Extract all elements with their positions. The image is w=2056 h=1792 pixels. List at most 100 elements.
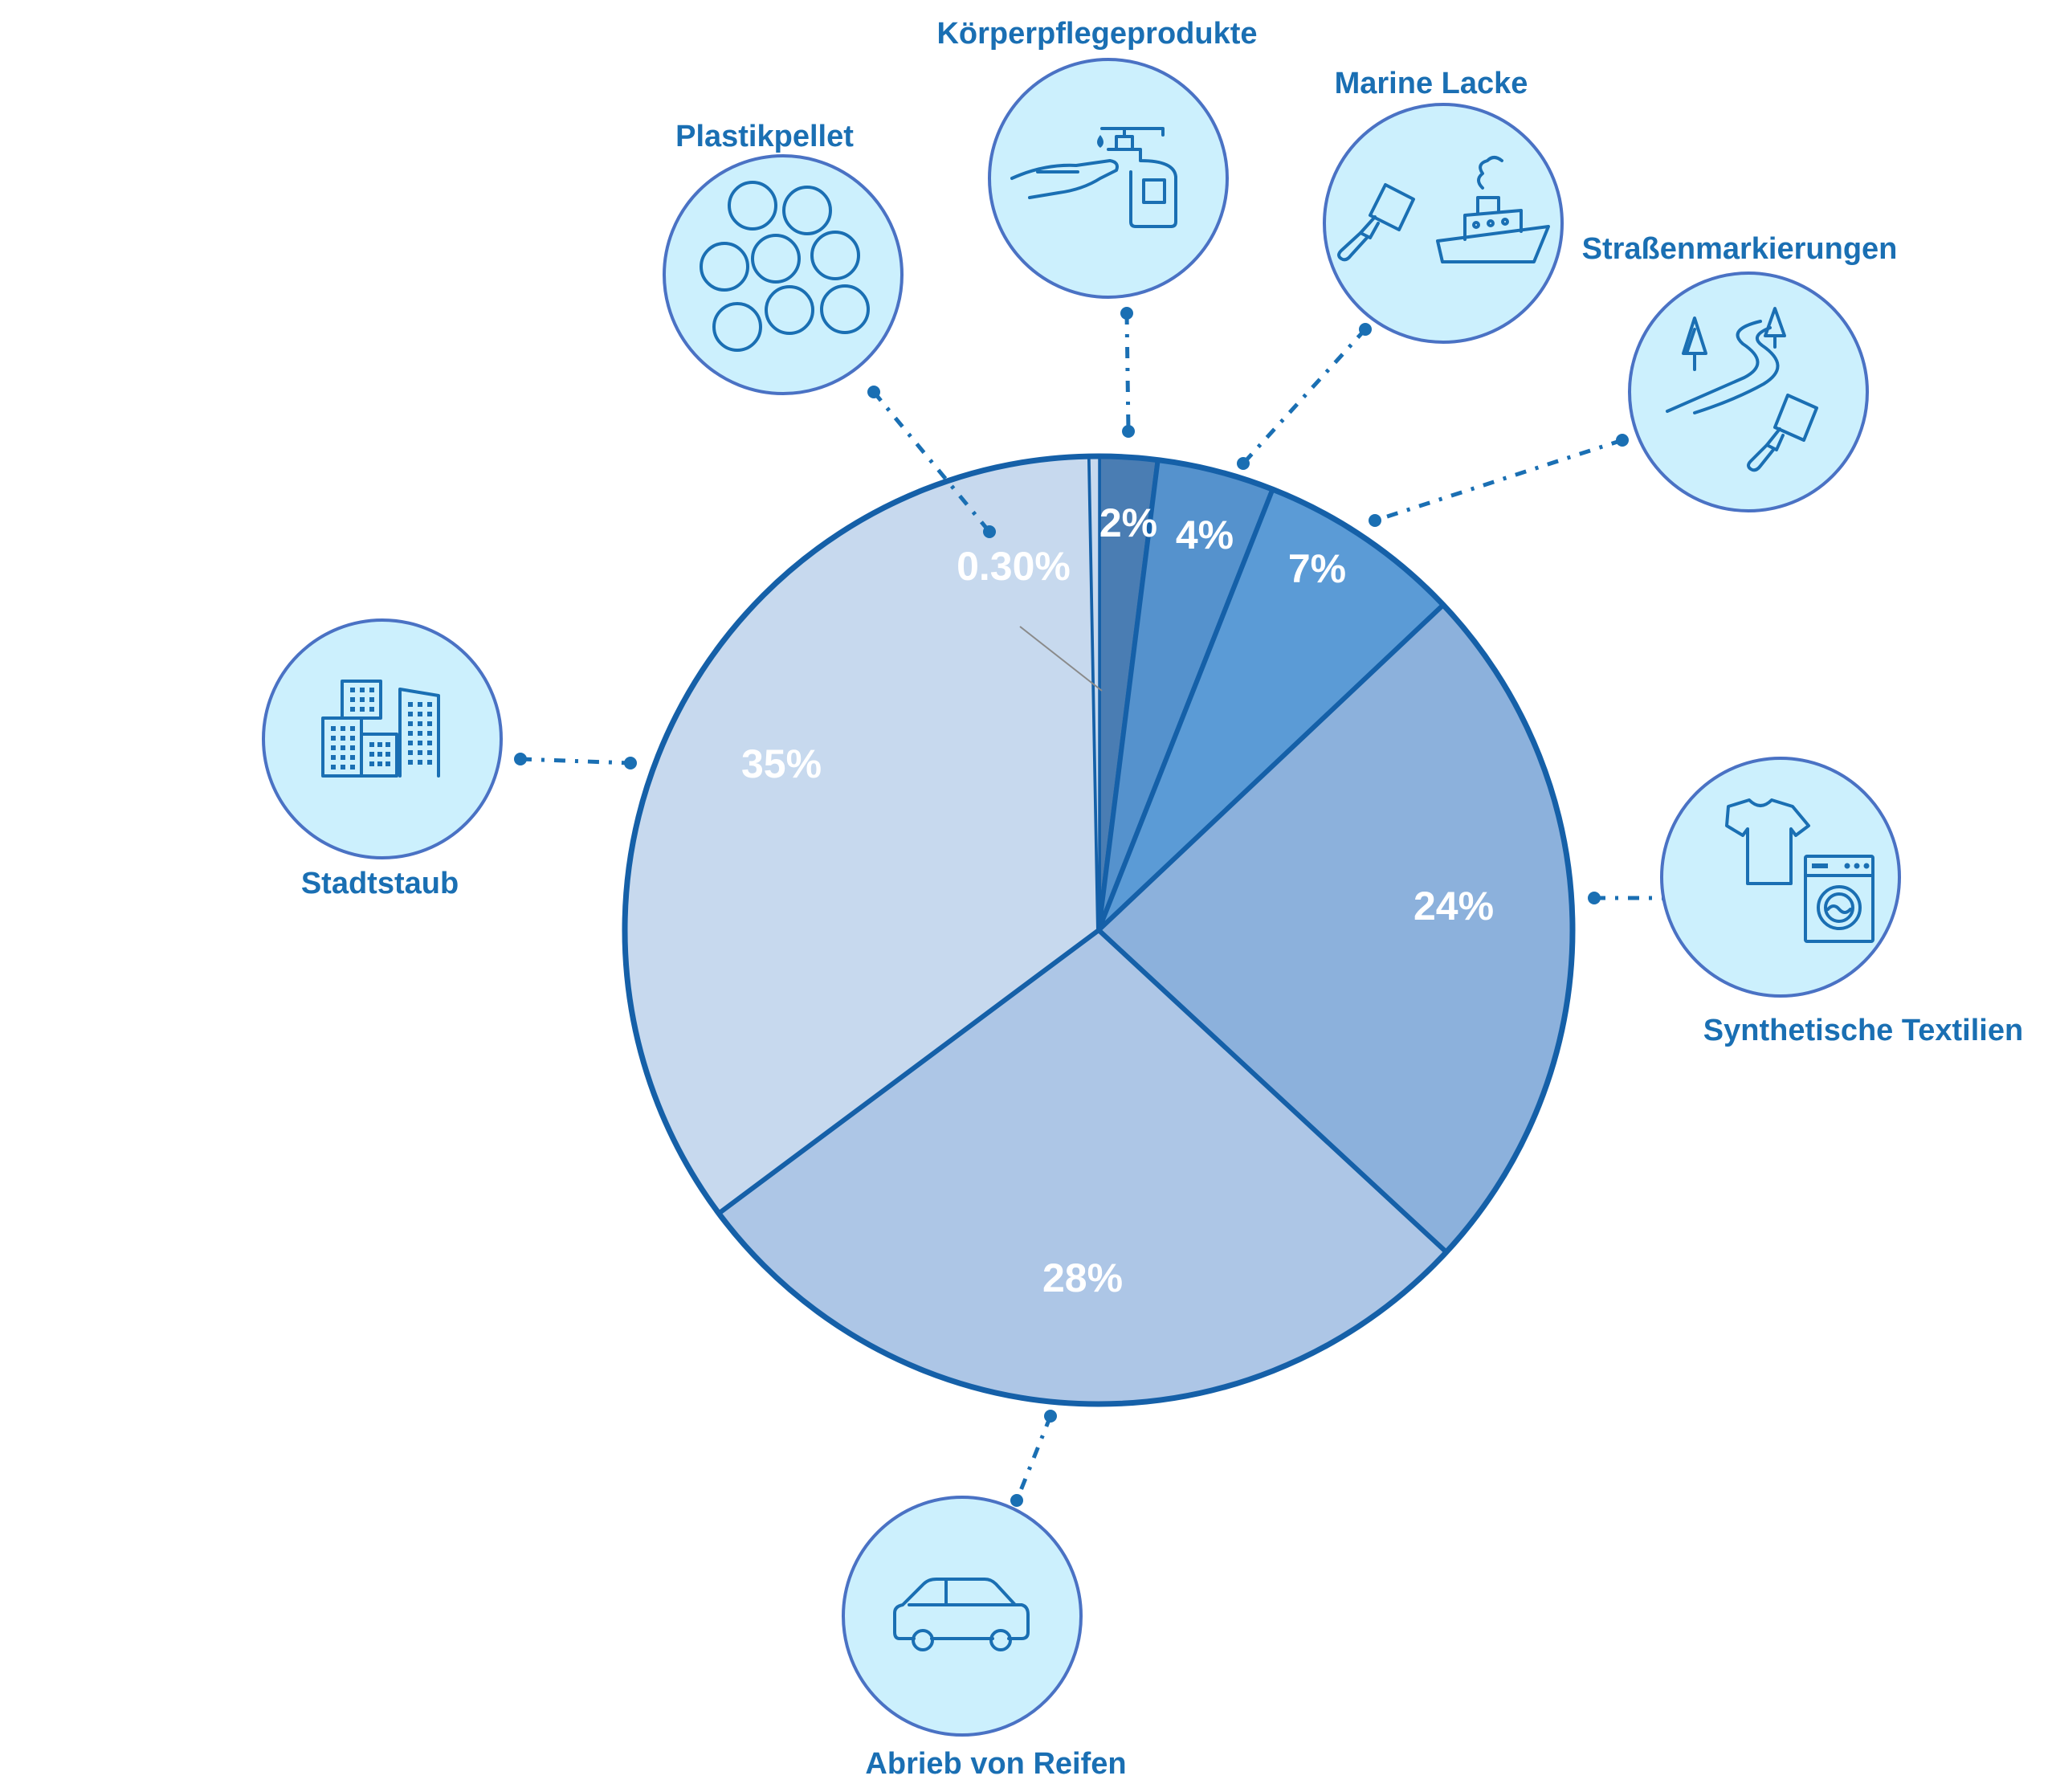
- pct-label-stadtstaub: 35%: [741, 741, 822, 786]
- ship-paint-icon: [1323, 103, 1564, 344]
- pie-slices: [622, 453, 1576, 1407]
- window-pane: [341, 765, 345, 769]
- window-pane: [350, 755, 355, 760]
- window-pane: [418, 760, 422, 765]
- connector-dot: [1010, 1494, 1023, 1507]
- pct-label-strassenmarkierungen: 7%: [1288, 546, 1346, 591]
- shirt-washer-icon: [1660, 757, 1901, 998]
- label-plastikpellet: Plastikpellet: [675, 120, 854, 153]
- window-pane: [369, 697, 374, 702]
- window-pane: [377, 742, 382, 747]
- window-pane: [427, 750, 432, 755]
- window-pane: [369, 688, 374, 692]
- window-pane: [350, 745, 355, 750]
- window-pane: [418, 731, 422, 736]
- window-pane: [386, 742, 390, 747]
- window-pane: [418, 741, 422, 745]
- window-pane: [418, 712, 422, 716]
- window-pane: [408, 721, 413, 726]
- plastikpellet-leader-line: [1019, 626, 1103, 692]
- window-pane: [418, 750, 422, 755]
- connector-dot: [624, 757, 637, 769]
- window-pane: [377, 761, 382, 766]
- window-pane: [369, 761, 374, 766]
- window-pane: [350, 726, 355, 731]
- connector-dot: [983, 525, 996, 538]
- window-pane: [341, 745, 345, 750]
- window-pane: [427, 741, 432, 745]
- window-pane: [341, 736, 345, 741]
- window-pane: [341, 726, 345, 731]
- percent-labels: 0.30% 2% 4% 7% 24% 28% 35%: [741, 500, 1494, 1300]
- window-pane: [408, 741, 413, 745]
- road-paint-icon: [1628, 271, 1869, 512]
- window-pane: [350, 697, 355, 702]
- window-pane: [408, 760, 413, 765]
- window-pane: [369, 752, 374, 757]
- label-stadtstaub: Stadtstaub: [301, 867, 459, 900]
- window-pane: [418, 702, 422, 707]
- window-pane: [350, 736, 355, 741]
- pie-outline: [622, 453, 1576, 1407]
- window-pane: [377, 752, 382, 757]
- window-pane: [331, 755, 336, 760]
- window-pane: [369, 742, 374, 747]
- window-pane: [350, 765, 355, 769]
- connector-dot: [514, 753, 527, 765]
- soap-dispenser-icon: [988, 58, 1229, 299]
- car-icon: [842, 1496, 1083, 1737]
- connector-marine-lacke: [1242, 328, 1367, 465]
- connector-strassenmarkierungen: [1374, 438, 1623, 523]
- window-pane: [386, 761, 390, 766]
- window-pane: [408, 750, 413, 755]
- window-pane: [427, 712, 432, 716]
- city-buildings-icon: [262, 618, 503, 859]
- connector-dot: [1122, 425, 1135, 438]
- label-abrieb-von-reifen: Abrieb von Reifen: [865, 1747, 1126, 1781]
- window-pane: [350, 707, 355, 712]
- window-pane: [427, 702, 432, 707]
- window-pane: [386, 752, 390, 757]
- pct-label-abrieb-von-reifen: 28%: [1042, 1255, 1123, 1300]
- window-pane: [427, 760, 432, 765]
- window-pane: [427, 731, 432, 736]
- connector-dot: [867, 386, 880, 398]
- window-pane: [350, 688, 355, 692]
- pellets-icon: [663, 154, 904, 395]
- connector-dot: [1616, 434, 1629, 447]
- window-pane: [360, 688, 365, 692]
- window-pane: [341, 755, 345, 760]
- connector-dot: [1237, 457, 1250, 470]
- connector-dot: [1369, 514, 1381, 527]
- window-pane: [331, 765, 336, 769]
- label-strassenmarkierungen: Straßenmarkierungen: [1582, 232, 1898, 266]
- window-pane: [418, 721, 422, 726]
- window-pane: [408, 712, 413, 716]
- window-pane: [408, 731, 413, 736]
- window-pane: [360, 707, 365, 712]
- window-pane: [331, 726, 336, 731]
- pct-label-synthetische-textilien: 24%: [1414, 884, 1494, 929]
- window-pane: [331, 736, 336, 741]
- window-pane: [360, 697, 365, 702]
- connector-dot: [1044, 1410, 1057, 1423]
- label-synthetische-textilien: Synthetische Textilien: [1703, 1014, 2023, 1047]
- window-pane: [331, 745, 336, 750]
- connector-abrieb-von-reifen: [1014, 1415, 1053, 1501]
- connector-dot: [1588, 892, 1601, 904]
- connector-koerperpflege: [1124, 312, 1131, 432]
- pct-label-plastikpellet: 0.30%: [957, 544, 1071, 589]
- connector-plastikpellet: [872, 390, 991, 533]
- connector-stadtstaub: [520, 757, 631, 765]
- label-koerperpflegeprodukte: Körperpflegeprodukte: [936, 17, 1257, 51]
- pct-label-marine-lacke: 4%: [1176, 512, 1234, 557]
- window-pane: [408, 702, 413, 707]
- window-pane: [369, 707, 374, 712]
- window-pane: [427, 721, 432, 726]
- connector-dot: [1120, 307, 1133, 320]
- connectors: [514, 307, 1675, 1507]
- connector-dot: [1359, 323, 1372, 336]
- label-marine-lacke: Marine Lacke: [1335, 67, 1528, 100]
- pct-label-koerperpflege: 2%: [1099, 500, 1157, 545]
